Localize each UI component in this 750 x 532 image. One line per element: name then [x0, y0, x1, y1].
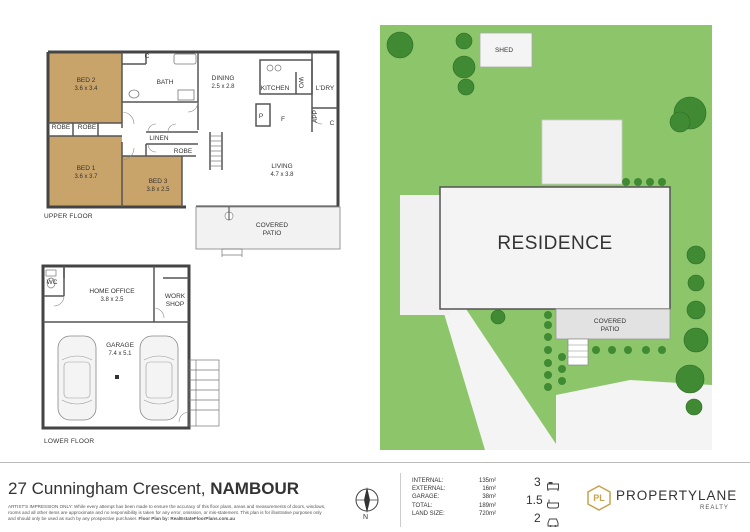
room-bed2: BED 2 3.6 x 3.4: [68, 77, 104, 93]
room-name: WORK: [164, 293, 186, 300]
stat-garage: GARAGE: 38m²: [412, 493, 496, 501]
patio-name: COVERED: [593, 318, 627, 325]
room-robe-3: ROBE: [173, 148, 193, 155]
compass-north-label: N: [363, 514, 369, 521]
lower-floor-plan: [41, 264, 220, 430]
stat-label: EXTERNAL:: [412, 486, 446, 493]
stat-total: TOTAL: 189m²: [412, 502, 496, 510]
room-f: F: [281, 116, 285, 123]
room-app: APP: [312, 109, 319, 123]
room-c-laundry: C: [329, 120, 335, 127]
address: 27 Cunningham Crescent, NAMBOUR: [8, 479, 299, 499]
patio-name-2: PATIO: [600, 326, 620, 333]
room-dimensions: 2.5 x 2.8: [211, 84, 235, 90]
room-garage: GARAGE 7.4 x 5.1: [100, 342, 140, 358]
stat-value: 135m²: [478, 478, 496, 484]
room-home-office: HOME OFFICE 3.8 x 2.5: [84, 288, 140, 304]
site-plan: [380, 25, 712, 450]
room-dimensions: 4.7 x 3.8: [270, 172, 294, 178]
brand-subtitle: REALTY: [700, 505, 729, 511]
bed-count: 3: [534, 475, 541, 489]
upper-floor-caption: UPPER FLOOR: [44, 213, 93, 220]
room-robe-1: ROBE: [51, 124, 71, 131]
room-wc: WC: [46, 279, 58, 286]
compass-icon: N: [354, 485, 380, 525]
brand-monogram: PL: [593, 493, 605, 503]
stat-land-size: LAND SIZE: 720m²: [412, 510, 496, 518]
stat-label: GARAGE:: [412, 494, 440, 501]
room-kitchen: KITCHEN: [260, 85, 290, 92]
room-name: COVERED: [255, 222, 289, 229]
area-stats: INTERNAL: 135m² EXTERNAL: 16m² GARAGE: 38m²…: [412, 477, 496, 518]
room-name: HOME OFFICE: [89, 288, 135, 295]
footer: 27 Cunningham Crescent, NAMBOUR ARTIST'S…: [0, 462, 750, 531]
room-dimensions: 3.8 x 2.5: [146, 187, 170, 193]
room-bed3: BED 3 3.8 x 2.5: [140, 178, 176, 194]
address-street: 27 Cunningham Crescent,: [8, 479, 206, 498]
disclaimer-text: ARTIST'S IMPRESSION ONLY: While every at…: [8, 504, 326, 521]
room-dimensions: 3.6 x 3.7: [74, 174, 98, 180]
site-residence-label: RESIDENCE: [497, 233, 613, 254]
plan-by-label: Floor Plan by:: [138, 516, 170, 521]
room-wo: WO: [297, 77, 304, 89]
stat-label: TOTAL:: [412, 502, 433, 509]
room-name: GARAGE: [106, 342, 134, 349]
room-name: BED 1: [76, 165, 96, 172]
stat-internal: INTERNAL: 135m²: [412, 477, 496, 485]
bath-count: 1.5: [526, 493, 543, 507]
brand-logo: PL: [586, 485, 612, 511]
room-laundry: L'DRY: [315, 85, 335, 92]
room-dining: DINING 2.5 x 2.8: [205, 75, 241, 91]
lower-floor-caption: LOWER FLOOR: [44, 438, 95, 445]
brand-name: PROPERTYLANE: [616, 488, 738, 503]
stat-value: 16m²: [482, 486, 496, 493]
bed-icon: [547, 478, 559, 496]
room-name-2: SHOP: [165, 301, 185, 308]
disclaimer: ARTIST'S IMPRESSION ONLY: While every at…: [8, 504, 330, 522]
upper-floor-plan: [46, 50, 341, 257]
room-bath: BATH: [156, 79, 174, 86]
address-suburb: NAMBOUR: [210, 479, 300, 498]
room-linen: LINEN: [149, 135, 169, 142]
room-living: LIVING 4.7 x 3.8: [264, 163, 300, 179]
stat-value: 38m²: [482, 494, 496, 501]
bath-icon: [547, 496, 559, 514]
site-shed-label: SHED: [494, 47, 514, 54]
stat-label: LAND SIZE:: [412, 510, 445, 517]
room-dimensions: 3.8 x 2.5: [100, 297, 124, 303]
room-name: BED 2: [76, 77, 96, 84]
room-name-2: PATIO: [262, 230, 282, 237]
car-count: 2: [534, 511, 541, 525]
stat-value: 720m²: [478, 510, 496, 517]
stat-value: 189m²: [478, 502, 496, 509]
stat-external: EXTERNAL: 16m²: [412, 485, 496, 493]
stat-label: INTERNAL:: [412, 478, 444, 484]
room-robe-2: ROBE: [77, 124, 97, 131]
divider: [400, 473, 401, 527]
room-dimensions: 7.4 x 5.1: [108, 351, 132, 357]
room-dimensions: 3.6 x 3.4: [74, 86, 98, 92]
room-name: BED 3: [148, 178, 168, 185]
room-c-bath: C: [144, 53, 150, 60]
car-icon: [547, 514, 559, 532]
plan-by-link[interactable]: RealEstateFloorPlans.com.au: [170, 516, 236, 521]
room-name: LIVING: [271, 163, 293, 170]
room-bed1: BED 1 3.6 x 3.7: [68, 165, 104, 181]
room-name: DINING: [211, 75, 235, 82]
room-p: P: [258, 113, 264, 120]
